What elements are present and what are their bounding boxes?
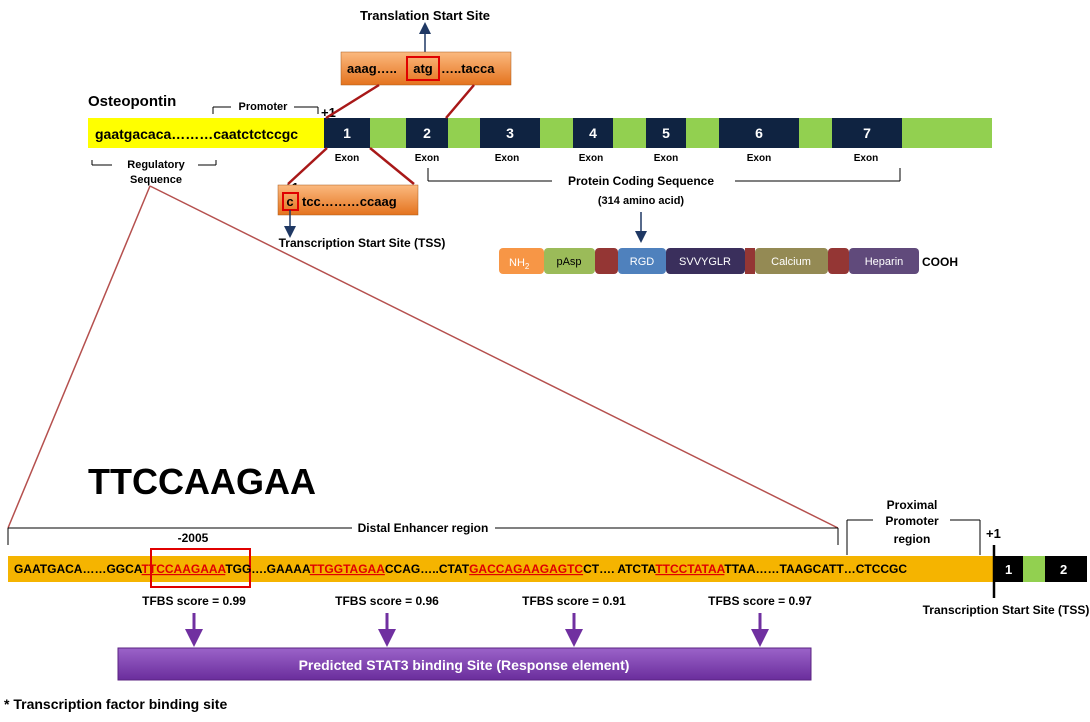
transcription-start-box [277,184,419,216]
tfbs-score-2: TFBS score = 0.96 [335,594,439,608]
zoom-line-lower-right [149,185,839,529]
plus-one-marker: +1 [321,105,336,120]
regulatory-label-line-1: Regulatory [127,159,185,171]
domain-spacer-1 [595,248,618,274]
exon-label-2: Exon [415,153,439,164]
translation-start-title: Translation Start Site [360,8,490,23]
exon-1-number: 1 [343,125,351,141]
zoom-line-right [445,84,475,119]
promoter-bracket [212,106,319,114]
exon-3: 3 [480,118,540,148]
regulatory-sequence-text: gaatgacaca………caatctctccgc [95,126,298,142]
domain-svvyglr-label: SVVYGLR [679,256,731,268]
exon-6-number: 6 [755,125,763,141]
proximal-label-line-1: Proximal [887,498,938,512]
exon-2-number: 2 [423,125,431,141]
exon-5: 5 [646,118,686,148]
domain-nh2 [499,248,544,274]
exon-1: 1 [324,118,370,148]
proximal-label-line-2: Promoter [885,514,939,528]
domain-heparin-label: Heparin [865,256,904,268]
lower-exon-2 [1045,556,1087,582]
position-label: -2005 [178,531,209,545]
domain-spacer-2 [745,248,755,274]
proximal-label-line-3: region [894,532,931,546]
zoom-line-lower-left [7,185,151,529]
exon-3-number: 3 [506,125,514,141]
exon-label-1: Exon [335,153,359,164]
tss-seq-rest: tcc………ccaag [302,194,397,209]
translation-seq-left: aaag….. [347,61,397,76]
regulatory-sequence-box [88,118,324,148]
lower-sequence-text: GAATGACA……GGCATTCCAAGAAATGG….GAAAATTGGTA… [14,562,907,576]
nh2-text: NH2 [509,257,530,271]
lower-exon-1-number: 1 [1005,562,1012,577]
gene-name: Osteopontin [88,93,176,110]
domain-calcium [755,248,828,274]
atg-highlight-box [406,56,440,81]
protein-coding-label: Protein Coding Sequence [568,174,714,188]
tss-title: Transcription Start Site (TSS) [279,236,446,250]
translation-seq-right: …..tacca [441,61,495,76]
domain-pasp-label: pAsp [556,256,581,268]
footnote: * Transcription factor binding site [4,696,227,712]
tss-seq-first: c [286,194,293,209]
domain-svvyglr [666,248,745,274]
exon-4: 4 [573,118,613,148]
exon-5-number: 5 [662,125,670,141]
exon-4-number: 4 [589,125,597,141]
translation-seq-codon: atg [413,61,433,76]
exon-label-5: Exon [654,153,678,164]
domain-calcium-label: Calcium [771,256,811,268]
domain-heparin [849,248,919,274]
lower-exon-2-number: 2 [1060,562,1067,577]
stat3-binding-bar [117,647,812,681]
motif-title: TTCCAAGAA [88,461,316,502]
exon-6: 6 [719,118,799,148]
lower-tss-label: Transcription Start Site (TSS) [923,603,1090,617]
lower-sequence-bar [8,556,993,582]
exon-label-7: Exon [854,153,878,164]
exon-label-3: Exon [495,153,519,164]
protein-domain-bar: NH2 pAsp RGD SVVYGLR Calcium Heparin [499,248,919,274]
amino-acid-label: (314 amino acid) [598,195,685,207]
domain-rgd-label: RGD [630,256,655,268]
exon-7: 7 [832,118,902,148]
stat3-label: Predicted STAT3 binding Site (Response e… [299,657,630,673]
binding-site-1-highlight [150,548,251,588]
exon-2: 2 [406,118,448,148]
protein-coding-bracket [427,168,901,182]
distal-enhancer-label: Distal Enhancer region [358,521,489,535]
lower-exon-1 [993,556,1023,582]
lower-plus-one: +1 [986,526,1001,541]
regulatory-label-line-2: Sequence [130,174,182,186]
tfbs-score-3: TFBS score = 0.91 [522,594,626,608]
zoom-line-left [325,83,380,120]
regulatory-bracket [91,160,217,166]
domain-pasp [544,248,595,274]
tfbs-score-4: TFBS score = 0.97 [708,594,812,608]
domain-spacer-3 [828,248,849,274]
exon-7-number: 7 [863,125,871,141]
exon-label-4: Exon [579,153,603,164]
exon-label-6: Exon [747,153,771,164]
cooh-label: COOH [922,255,958,269]
tfbs-score-1: TFBS score = 0.99 [142,594,246,608]
domain-rgd [618,248,666,274]
distal-enhancer-bracket [7,527,839,545]
lower-intron [1023,556,1045,582]
tss-zoom-line-right [369,147,415,185]
proximal-promoter-bracket [846,519,981,555]
tss-zoom-line-left [287,147,328,185]
promoter-label: Promoter [239,101,289,113]
